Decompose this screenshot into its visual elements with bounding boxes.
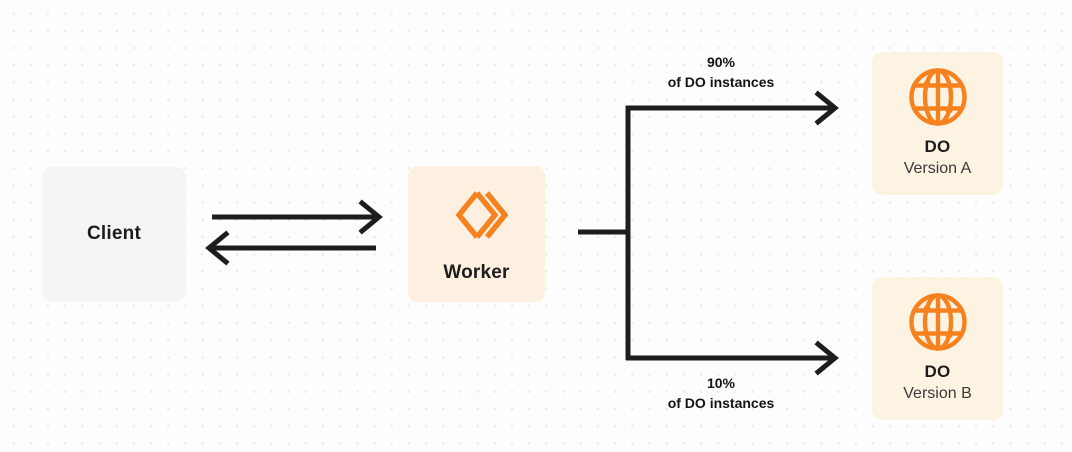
arrow-client-to-worker (212, 199, 383, 235)
node-do-version-b: DO Version B (872, 277, 1003, 420)
arrow-worker-to-client (205, 230, 376, 266)
edge-label-do-b-description: of DO instances (667, 395, 775, 412)
edge-label-do-b: 10% of DO instances (628, 373, 814, 414)
cloudflare-workers-icon (446, 184, 508, 246)
node-worker: Worker (408, 166, 545, 302)
node-worker-label: Worker (443, 262, 510, 284)
arrow-worker-to-do-a (626, 90, 839, 126)
node-do-b-label: DO (924, 361, 951, 381)
node-client-label: Client (87, 223, 141, 245)
edge-label-do-a: 90% of DO instances (628, 52, 814, 93)
node-do-a-label: DO (924, 136, 951, 156)
edge-label-do-a-percent: 90% (706, 54, 736, 70)
edge-label-do-b-percent: 10% (706, 375, 736, 391)
node-do-a-sublabel: Version A (903, 160, 972, 178)
node-client: Client (42, 167, 186, 301)
durable-object-globe-icon (908, 292, 968, 352)
durable-object-globe-icon (908, 67, 968, 127)
node-do-version-a: DO Version A (872, 52, 1003, 195)
arrow-worker-to-do-b (626, 340, 839, 376)
node-do-b-sublabel: Version B (903, 385, 972, 403)
edge-label-do-a-description: of DO instances (667, 74, 775, 91)
branch-trunk (578, 106, 631, 360)
